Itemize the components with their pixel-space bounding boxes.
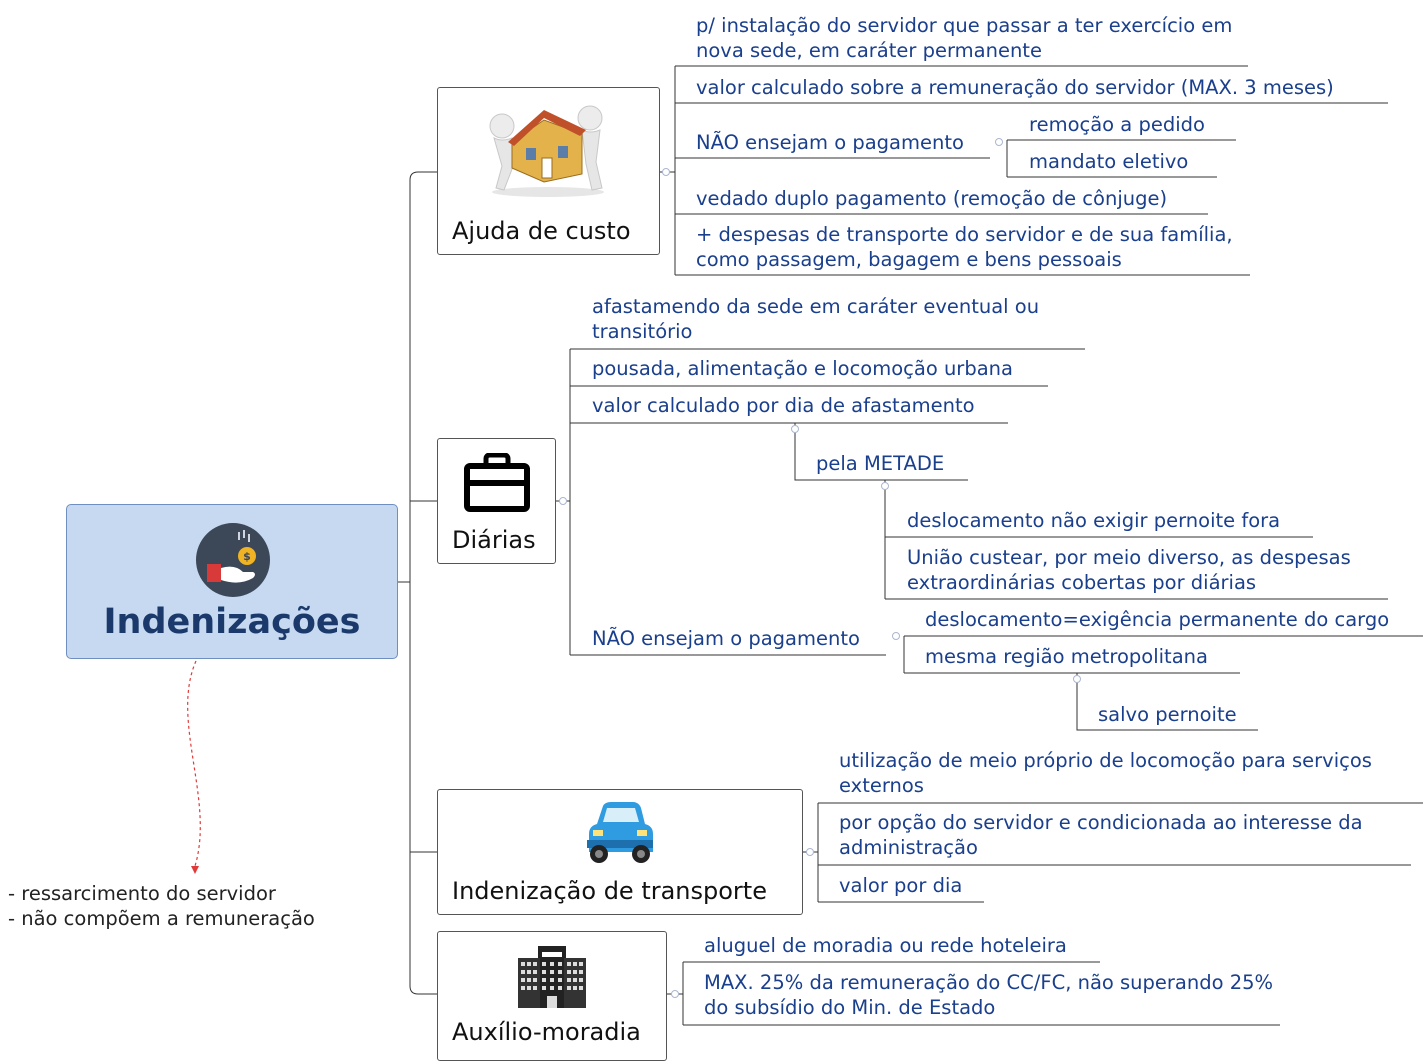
moradia-item-aluguel[interactable]: aluguel de moradia ou rede hoteleira <box>704 934 1067 957</box>
root-note: - ressarcimento do servidor - não compõe… <box>8 881 315 931</box>
ajuda-item-remocao-pedido[interactable]: remoção a pedido <box>1029 113 1205 136</box>
ajuda-item-valor[interactable]: valor calculado sobre a remuneração do s… <box>696 76 1334 99</box>
transporte-item-valor-dia[interactable]: valor por dia <box>839 874 963 897</box>
ajuda-item-despesas[interactable]: + despesas de transporte do servidor e d… <box>696 223 1233 271</box>
transporte-item-opcao[interactable]: por opção do servidor e condicionada ao … <box>839 811 1363 859</box>
root-topic[interactable]: $ Indenizações <box>66 504 398 659</box>
topic-label: Auxílio-moradia <box>452 1018 641 1046</box>
ajuda-item-instalacao[interactable]: p/ instalação do servidor que passar a t… <box>696 13 1236 63</box>
diarias-item-nao-ensejam[interactable]: NÃO ensejam o pagamento <box>592 627 860 650</box>
svg-text:$: $ <box>243 550 251 563</box>
diarias-item-regiao-metropolitana[interactable]: mesma região metropolitana <box>925 645 1208 668</box>
collapse-toggle[interactable] <box>662 168 670 176</box>
moradia-item-max-25[interactable]: MAX. 25% da remuneração do CC/FC, não su… <box>704 971 1274 1019</box>
root-title: Indenizações <box>103 602 361 642</box>
diarias-item-afastamento[interactable]: afastamendo da sede em caráter eventual … <box>592 295 1040 343</box>
collapse-toggle[interactable] <box>671 990 679 998</box>
collapse-toggle[interactable] <box>791 425 799 433</box>
topic-auxilio-moradia[interactable]: Auxílio-moradia <box>437 931 667 1061</box>
collapse-toggle[interactable] <box>881 482 889 490</box>
ajuda-item-mandato-eletivo[interactable]: mandato eletivo <box>1029 150 1189 173</box>
collapse-toggle[interactable] <box>892 632 900 640</box>
collapse-toggle[interactable] <box>995 138 1003 146</box>
house-movers-icon <box>489 105 604 197</box>
topic-diarias[interactable]: Diárias <box>437 438 556 564</box>
diarias-item-salvo-pernoite[interactable]: salvo pernoite <box>1098 703 1237 726</box>
topic-label: Diárias <box>452 526 536 554</box>
hotel-building-icon <box>518 946 586 1008</box>
note-line: - ressarcimento do servidor <box>8 882 276 905</box>
topic-label: Ajuda de custo <box>452 217 631 245</box>
collapse-toggle[interactable] <box>806 848 814 856</box>
briefcase-icon <box>464 453 530 512</box>
ajuda-item-nao-ensejam[interactable]: NÃO ensejam o pagamento <box>696 131 964 154</box>
collapse-toggle[interactable] <box>1073 675 1081 683</box>
topic-indenizacao-transporte[interactable]: Indenização de transporte <box>437 789 803 915</box>
topic-label: Indenização de transporte <box>452 877 767 905</box>
item-text: p/ instalação do servidor que passar a t… <box>696 14 1233 62</box>
diarias-item-pousada[interactable]: pousada, alimentação e locomoção urbana <box>592 357 1013 380</box>
car-icon <box>587 802 653 863</box>
money-hand-icon: $ <box>196 523 270 597</box>
collapse-toggle[interactable] <box>559 497 567 505</box>
diarias-item-valor[interactable]: valor calculado por dia de afastamento <box>592 394 975 417</box>
topic-ajuda-de-custo[interactable]: Ajuda de custo <box>437 87 660 255</box>
ajuda-item-vedado[interactable]: vedado duplo pagamento (remoção de cônju… <box>696 187 1168 210</box>
diarias-item-exigencia-cargo[interactable]: deslocamento=exigência permanente do car… <box>925 608 1390 631</box>
transporte-item-meio-proprio[interactable]: utilização de meio próprio de locomoção … <box>839 749 1372 797</box>
diarias-item-pernoite-fora[interactable]: deslocamento não exigir pernoite fora <box>907 509 1281 532</box>
diarias-item-metade[interactable]: pela METADE <box>816 452 945 475</box>
diarias-item-uniao-custear[interactable]: União custear, por meio diverso, as desp… <box>907 546 1351 594</box>
note-line: - não compõem a remuneração <box>8 907 315 930</box>
